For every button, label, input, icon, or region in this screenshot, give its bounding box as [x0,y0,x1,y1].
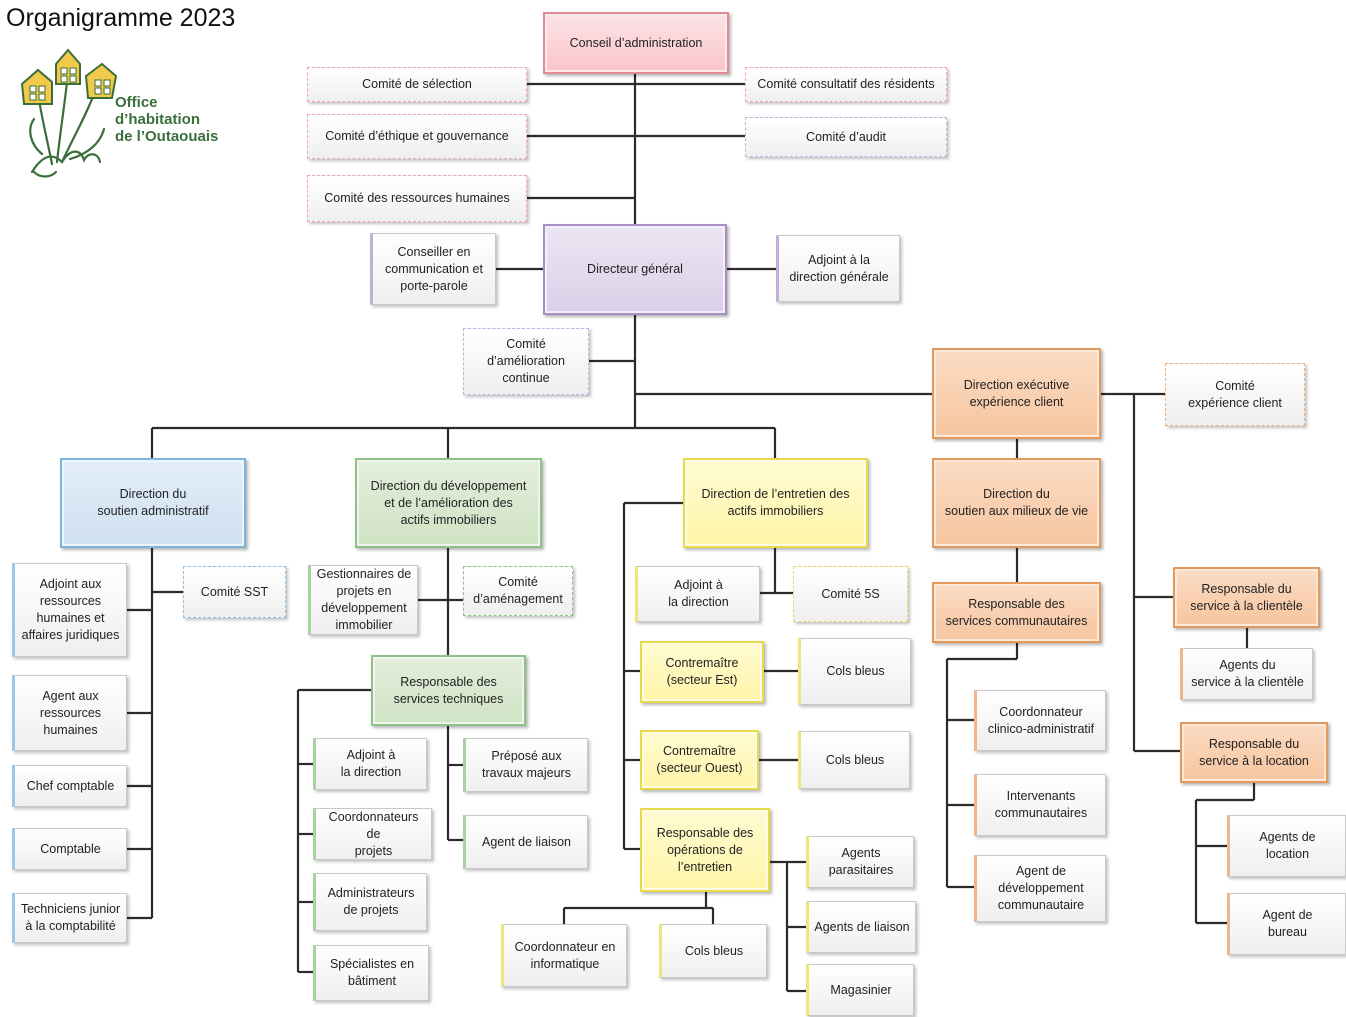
node-specialistes-batiment: Spécialistes en bâtiment [313,945,429,1001]
node-responsable-operations-entretien: Responsable des opérations de l’entretie… [640,808,770,892]
node-agent-bureau: Agent de bureau [1227,893,1346,955]
node-agents-liaison: Agents de liaison [806,901,916,953]
logo-line-1: Office [115,94,158,111]
node-comite-sst: Comité SST [183,566,286,618]
node-agent-liaison-tech: Agent de liaison [463,815,588,869]
node-responsable-services-techniques: Responsable des services techniques [371,655,526,726]
node-coordonnateur-informatique: Coordonnateur en informatique [501,924,627,987]
node-conseiller-communication: Conseiller en communication et porte-par… [370,233,496,305]
node-comite-experience-client: Comité expérience client [1165,363,1305,426]
node-responsable-services-communautaires: Responsable des services communautaires [932,582,1101,643]
logo-line-2: d’habitation [115,111,200,128]
node-comite-amelioration-continue: Comité d’amélioration continue [463,328,589,395]
node-contremaitre-ouest: Contremaître (secteur Ouest) [640,730,759,790]
node-directeur-general: Directeur général [543,224,727,315]
page-title: Organigramme 2023 [6,4,236,32]
node-chef-comptable: Chef comptable [12,765,127,807]
node-agent-developpement-communautaire: Agent de développement communautaire [974,855,1106,922]
node-adjoint-direction-generale: Adjoint à la direction générale [776,235,900,302]
node-direction-soutien-milieux-vie: Direction du soutien aux milieux de vie [932,458,1101,548]
node-comptable: Comptable [12,828,127,870]
node-agents-location: Agents de location [1227,815,1346,877]
logo-line-3: de l’Outaouais [115,128,219,145]
node-prepose-travaux-majeurs: Préposé aux travaux majeurs [463,738,588,792]
node-cols-bleus-est: Cols bleus [798,638,911,705]
node-responsable-service-location: Responsable du service à la location [1180,722,1328,783]
node-intervenants-communautaires: Intervenants communautaires [974,774,1106,836]
node-gestionnaires-projets: Gestionnaires de projets en développemen… [308,565,418,635]
node-comite-audit: Comité d’audit [745,117,947,157]
node-comite-ethique: Comité d’éthique et gouvernance [307,114,527,159]
node-administrateurs-projets: Administrateurs de projets [313,873,427,931]
node-agents-service-clientele: Agents du service à la clientèle [1180,648,1313,700]
node-conseil-administration: Conseil d’administration [543,12,729,74]
node-adjoint-direction-tech: Adjoint à la direction [313,738,427,790]
node-responsable-service-clientele: Responsable du service à la clientèle [1173,567,1320,628]
node-cols-bleus-operations: Cols bleus [659,924,767,978]
node-adjoint-direction-entretien: Adjoint à la direction [635,566,760,622]
node-direction-developpement-actifs: Direction du développement et de l’améli… [355,458,542,548]
node-cols-bleus-ouest: Cols bleus [798,731,910,789]
node-comite-rh: Comité des ressources humaines [307,175,527,222]
node-comite-5s: Comité 5S [793,566,908,622]
node-direction-executive-experience-client: Direction exécutive expérience client [932,348,1101,439]
node-contremaitre-est: Contremaître (secteur Est) [640,641,764,703]
node-adjoint-rh-affaires-juridiques: Adjoint aux ressources humaines et affai… [12,563,127,657]
node-comite-consultatif: Comité consultatif des résidents [745,67,947,102]
node-coordonnateurs-projets: Coordonnateurs de projets [313,808,432,860]
node-agent-ressources-humaines: Agent aux ressources humaines [12,675,127,751]
ohdo-logo [20,48,118,178]
node-direction-soutien-administratif: Direction du soutien administratif [60,458,246,548]
logo-wordmark: Office d’habitation de l’Outaouais [115,94,218,145]
node-coordonnateur-clinico-administratif: Coordonnateur clinico-administratif [974,690,1106,751]
node-comite-amenagement: Comité d’aménagement [463,566,573,616]
node-techniciens-junior-comptabilite: Techniciens junior à la comptabilité [12,893,127,943]
node-comite-selection: Comité de sélection [307,67,527,102]
node-agents-parasitaires: Agents parasitaires [806,836,914,888]
node-direction-entretien-actifs: Direction de l’entretien des actifs immo… [683,458,868,548]
node-magasinier: Magasinier [806,964,914,1016]
